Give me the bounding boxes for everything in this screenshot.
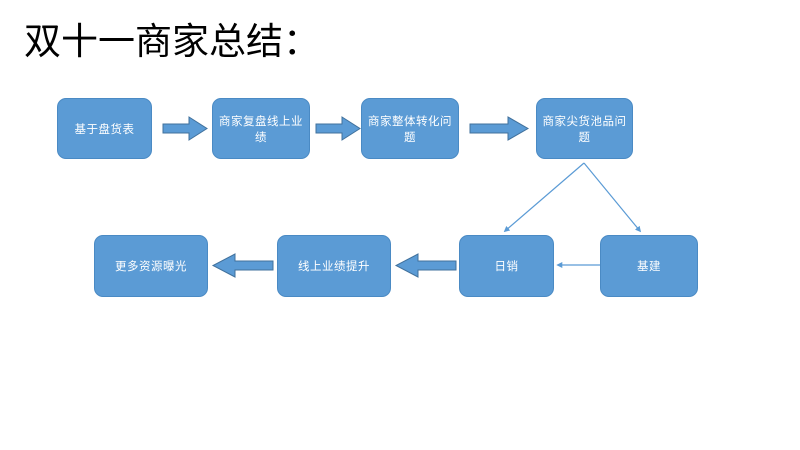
arrow-left-icon-1 xyxy=(211,253,274,278)
flow-node-xian-shang-ye-ji-ti-sheng[interactable]: 线上业绩提升 xyxy=(277,235,391,297)
arrow-branch-icon xyxy=(495,160,650,238)
arrow-right-icon-1 xyxy=(315,116,361,141)
arrow-left-thin-icon xyxy=(554,258,600,272)
flow-node-ji-yu-pan-huo-biao[interactable]: 基于盘货表 xyxy=(57,98,152,159)
flow-node-label: 商家尖货池品问题 xyxy=(542,113,627,144)
arrow-left-icon-0 xyxy=(394,253,457,278)
flow-node-ji-jian[interactable]: 基建 xyxy=(600,235,698,297)
flow-node-zheng-ti-zhuan-hua[interactable]: 商家整体转化问题 xyxy=(361,98,459,159)
arrow-right-icon-2 xyxy=(469,116,530,141)
flow-node-ri-xiao[interactable]: 日销 xyxy=(459,235,554,297)
flow-node-shang-jia-fu-pan[interactable]: 商家复盘线上业绩 xyxy=(212,98,310,159)
flow-node-label: 更多资源曝光 xyxy=(115,259,187,273)
flow-node-label: 日销 xyxy=(494,259,519,273)
flow-node-label: 线上业绩提升 xyxy=(298,259,370,273)
flow-node-jian-huo-chi-pin[interactable]: 商家尖货池品问题 xyxy=(536,98,633,159)
flow-node-label: 商家整体转化问题 xyxy=(368,113,452,144)
arrow-right-icon-0 xyxy=(162,116,208,141)
page-title: 双十一商家总结： xyxy=(24,22,320,63)
flow-node-label: 基建 xyxy=(637,259,661,273)
flow-node-label: 基于盘货表 xyxy=(74,121,135,136)
flow-node-label: 商家复盘线上业绩 xyxy=(219,113,303,144)
flow-node-geng-duo-zi-yuan-bao-guang[interactable]: 更多资源曝光 xyxy=(94,235,208,297)
